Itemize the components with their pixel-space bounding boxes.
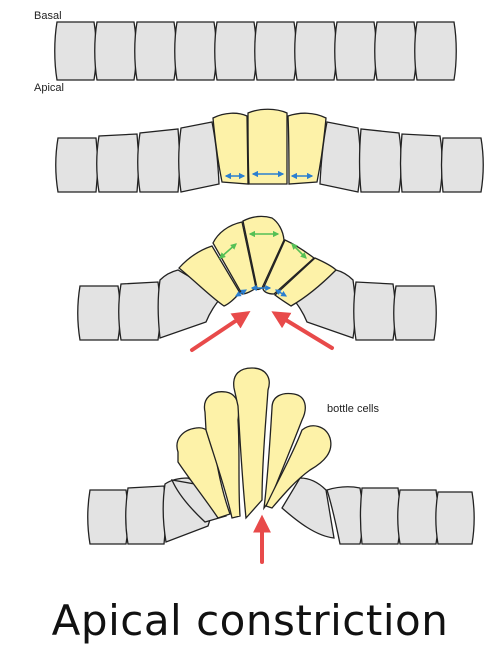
cell [375, 22, 417, 80]
cell [126, 486, 166, 544]
figure-caption: Apical constriction [0, 596, 500, 645]
cell [335, 22, 377, 80]
cell [55, 22, 97, 80]
cell [394, 286, 437, 340]
cell [78, 286, 121, 340]
basal-label: Basal [34, 10, 62, 22]
cell [320, 122, 360, 192]
cell [436, 492, 475, 544]
cell [215, 22, 257, 80]
constricting-cell [248, 109, 287, 184]
cell [415, 22, 457, 80]
bottle-cells-label: bottle cells [327, 403, 379, 415]
cell [361, 488, 401, 544]
cell [295, 22, 337, 80]
cell [119, 282, 161, 340]
cell [179, 122, 219, 192]
cell [97, 134, 139, 192]
cell [401, 134, 443, 192]
cell [56, 138, 98, 192]
cell [175, 22, 217, 80]
cell [138, 129, 180, 192]
cell [442, 138, 484, 192]
stage-4-bottle-cells [88, 368, 475, 544]
cell [135, 22, 177, 80]
cell [354, 282, 396, 340]
stage-3-tissue-bends [78, 216, 437, 340]
stage-1-flat-epithelium [55, 22, 457, 80]
stage-2-constriction-begins [56, 109, 484, 192]
cell [360, 129, 402, 192]
cell [88, 490, 129, 544]
apical-label: Apical [34, 82, 64, 94]
cell [95, 22, 137, 80]
cell [255, 22, 297, 80]
cell [398, 490, 439, 544]
